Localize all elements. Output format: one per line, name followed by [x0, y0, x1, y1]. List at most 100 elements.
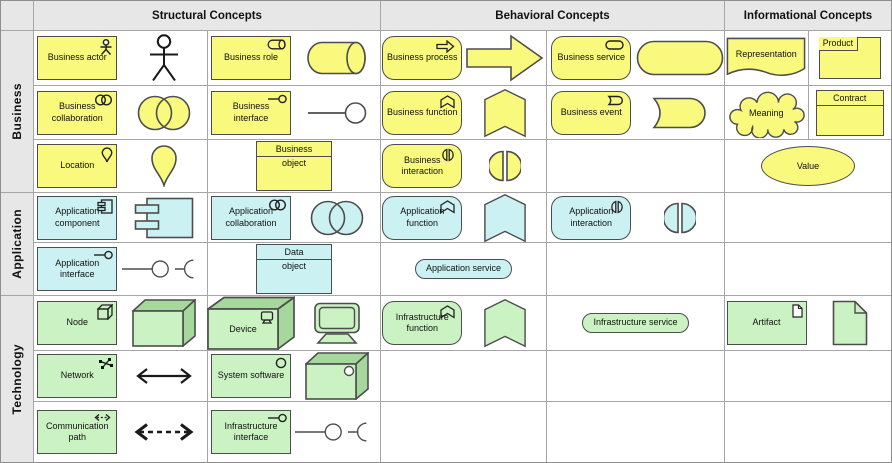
notation-area	[121, 351, 208, 401]
service-icon	[605, 40, 624, 50]
element-label: Business function	[386, 106, 458, 117]
element-area: Application function	[381, 193, 464, 242]
cell-technology-r7-c1: Network	[34, 351, 208, 402]
element-label: Business event	[560, 106, 622, 117]
function-icon	[440, 305, 455, 319]
element-area: Application interface	[34, 243, 121, 295]
cell-application-r5-c5	[725, 243, 891, 296]
element-area: Business collaboration	[34, 86, 121, 139]
notation-area	[121, 243, 208, 295]
service-pill-label: Application service	[425, 263, 502, 274]
notation-area	[294, 402, 380, 462]
infrastructure-function-element: Infrastructure function	[382, 301, 463, 345]
element-label: Business interaction	[401, 154, 444, 176]
cell-technology-r6-c2: Device	[208, 296, 381, 351]
element-label: Device	[229, 324, 257, 334]
notation-area	[294, 193, 380, 242]
cell-business-r2-c1: Business collaboration	[34, 86, 208, 140]
representation-label: Representation	[735, 49, 797, 59]
component-notation	[134, 197, 194, 239]
header-structural-label: Structural Concepts	[152, 9, 262, 22]
element-area: Business role	[208, 31, 294, 85]
element-label: Node	[66, 317, 88, 328]
business-function-element: Business function	[382, 90, 463, 135]
notation-area	[294, 31, 380, 85]
notation-area	[294, 296, 380, 350]
business-collaboration-element: Business collaboration	[37, 90, 118, 135]
element-label: Business actor	[47, 52, 107, 63]
event-icon	[607, 95, 624, 106]
cell-technology-r8-c3	[381, 402, 547, 462]
element-label: Business collaboration	[51, 101, 103, 123]
element-area: Business actor	[34, 31, 121, 85]
pin-notation	[150, 145, 178, 187]
contract-label: Contract	[833, 92, 867, 103]
business-service-element: Business service	[551, 36, 632, 80]
header-behavioral: Behavioral Concepts	[381, 1, 725, 31]
element-label: Network	[60, 370, 94, 381]
notation-area	[464, 140, 547, 192]
element-label: Infrastructure interface	[224, 420, 278, 442]
ellipse-label: Value	[796, 161, 820, 171]
element-area: Infrastructure interface	[208, 402, 294, 462]
chevron-notation	[482, 193, 528, 243]
element-area: Business event	[547, 86, 636, 139]
corner-cell	[1, 1, 34, 31]
circles-notation	[308, 199, 366, 237]
notation-area	[294, 86, 380, 139]
object-body: object	[281, 158, 307, 168]
info-left-area: Representation	[725, 31, 808, 85]
element-area: Communication path	[34, 402, 121, 462]
actor-notation	[147, 34, 181, 82]
business-interface-element: Business interface	[211, 90, 291, 135]
interaction-icon	[610, 200, 624, 214]
infrastructure-interface-element: Infrastructure interface	[211, 410, 291, 454]
element-area: Business interface	[208, 86, 294, 139]
interface-icon	[268, 94, 287, 104]
element-area: Application interaction	[547, 193, 636, 242]
interface-icon	[94, 250, 113, 260]
lollipop-notation	[307, 101, 367, 125]
element-label: Application interaction	[569, 206, 614, 228]
cell-application-r5-c3: Application service	[381, 243, 547, 296]
cell-application-r4-c4: Application interaction	[547, 193, 725, 243]
cell-business-r1-c3: Business process	[381, 31, 547, 86]
element-area: Application collaboration	[208, 193, 294, 242]
split-circle-notation	[489, 150, 521, 182]
representation-element: Representation	[726, 37, 806, 79]
cell-business-r1-c2: Business role	[208, 31, 381, 86]
element-area: Business interaction	[381, 140, 464, 192]
application-layer-label: Application	[10, 209, 24, 279]
split-circle-notation	[664, 202, 696, 234]
object-body: object	[281, 261, 307, 271]
header-structural: Structural Concepts	[34, 1, 381, 31]
cell-technology-r7-c3	[381, 351, 547, 402]
network-icon	[98, 357, 113, 370]
node-element: Node	[37, 301, 118, 345]
cell-application-r4-c3: Application function	[381, 193, 547, 243]
infrastructure-service-element: Infrastructure service	[582, 313, 689, 333]
double-arrow-notation	[131, 366, 197, 386]
notation-area	[121, 86, 208, 139]
element-area: Location	[34, 140, 121, 192]
collaboration-icon	[268, 199, 287, 211]
function-icon	[440, 200, 455, 214]
notation-area	[464, 296, 547, 350]
element-area: Infrastructure function	[381, 296, 464, 350]
element-area: Node	[34, 296, 121, 350]
element-label: Application interface	[55, 257, 100, 279]
cell-business-r1-c5: Representation Product	[725, 31, 891, 86]
dashed-double-arrow-notation	[129, 422, 199, 442]
object-body: object	[257, 260, 331, 272]
cell-technology-r6-c1: Node	[34, 296, 208, 351]
element-label: Artifact	[752, 317, 781, 328]
system-software-element: System software	[211, 354, 291, 398]
cell-business-r1-c1: Business actor	[34, 31, 208, 86]
notation-area	[121, 140, 208, 192]
interaction-icon	[441, 148, 455, 162]
location-icon	[101, 147, 113, 163]
product-element: Product	[818, 37, 881, 79]
cell-business-r3-c1: Location	[34, 140, 208, 193]
application-interaction-element: Application interaction	[551, 195, 632, 240]
